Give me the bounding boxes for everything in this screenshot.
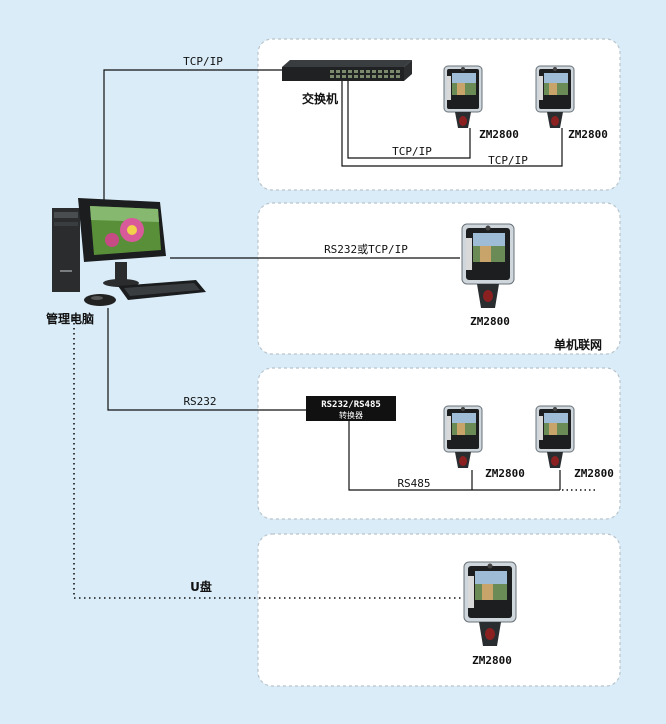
- rs485-bus-label: RS485: [397, 477, 430, 490]
- device-label-g1-2: ZM2800: [568, 128, 608, 141]
- network-switch: [282, 60, 412, 81]
- rs232-link-label: RS232: [183, 395, 216, 408]
- management-pc-icon: [52, 198, 206, 306]
- standalone-caption: 单机联网: [554, 337, 602, 352]
- line-switch-to-device1: [347, 80, 471, 159]
- panel-standalone-group: [257, 202, 621, 355]
- usb-link-label: U盘: [190, 579, 212, 594]
- device-label-g1-1: ZM2800: [479, 128, 519, 141]
- line-pc-to-switch: [103, 69, 282, 200]
- line-switch-to-device2: [341, 80, 563, 167]
- device-label-g3-2: ZM2800: [574, 467, 614, 480]
- switch-label: 交换机: [302, 91, 338, 106]
- device-label-g2: ZM2800: [470, 315, 510, 328]
- sub-link-label-2: TCP/IP: [488, 154, 528, 167]
- line-pc-to-converter: [107, 308, 306, 411]
- line-usb-transfer: [73, 318, 462, 599]
- panel-usb-group: [257, 533, 621, 687]
- standalone-link-label: RS232或TCP/IP: [324, 243, 408, 256]
- sub-link-label-1: TCP/IP: [392, 145, 432, 158]
- converter-label-line2: 转换器: [339, 410, 363, 420]
- device-label-g4: ZM2800: [472, 654, 512, 667]
- rs232-rs485-converter: RS232/RS485 转换器: [306, 396, 396, 421]
- converter-label-line1: RS232/RS485: [321, 400, 381, 410]
- tcpip-link-label: TCP/IP: [183, 55, 223, 68]
- line-rs485-bus: [348, 420, 560, 491]
- device-label-g3-1: ZM2800: [485, 467, 525, 480]
- pc-label: 管理电脑: [46, 311, 94, 326]
